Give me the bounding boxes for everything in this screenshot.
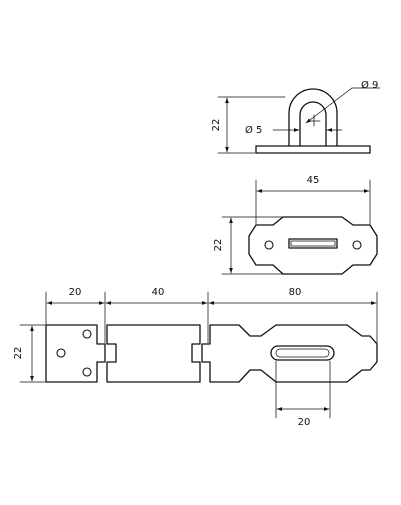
hasp-hole-1 <box>82 329 92 339</box>
staple-top-height-label: 22 <box>213 239 224 252</box>
hasp-hole-2 <box>56 348 66 358</box>
hasp-hinge-section <box>106 324 201 383</box>
hasp-section3-label: 80 <box>289 287 302 298</box>
staple-slot <box>288 238 338 249</box>
hasp-slot-label: 20 <box>298 417 311 428</box>
staple-screw-hole-left <box>264 240 274 250</box>
staple-screw-hole-right <box>352 240 362 250</box>
hasp-slot <box>270 345 335 361</box>
staple-loop-outer <box>288 88 338 147</box>
hasp-leaf-left <box>45 324 106 383</box>
staple-height-label: 22 <box>211 119 222 132</box>
staple-top-view: 45 22 <box>213 175 378 275</box>
hasp-view: 20 40 80 22 20 <box>13 287 378 428</box>
hasp-section2-label: 40 <box>152 287 165 298</box>
hasp-height-label: 22 <box>13 347 24 360</box>
hasp-hole-3 <box>82 367 92 377</box>
hasp-section1-label: 20 <box>69 287 82 298</box>
staple-loop-inner <box>299 101 327 147</box>
staple-width-label: 45 <box>307 175 320 186</box>
staple-side-view: 22 Ø 5 Ø 9 <box>211 79 381 154</box>
hole-diameter-label: Ø 5 <box>245 124 262 136</box>
outer-diameter-leader <box>305 87 353 124</box>
outer-diameter-label: Ø 9 <box>361 79 378 91</box>
staple-base-plate <box>255 145 371 154</box>
